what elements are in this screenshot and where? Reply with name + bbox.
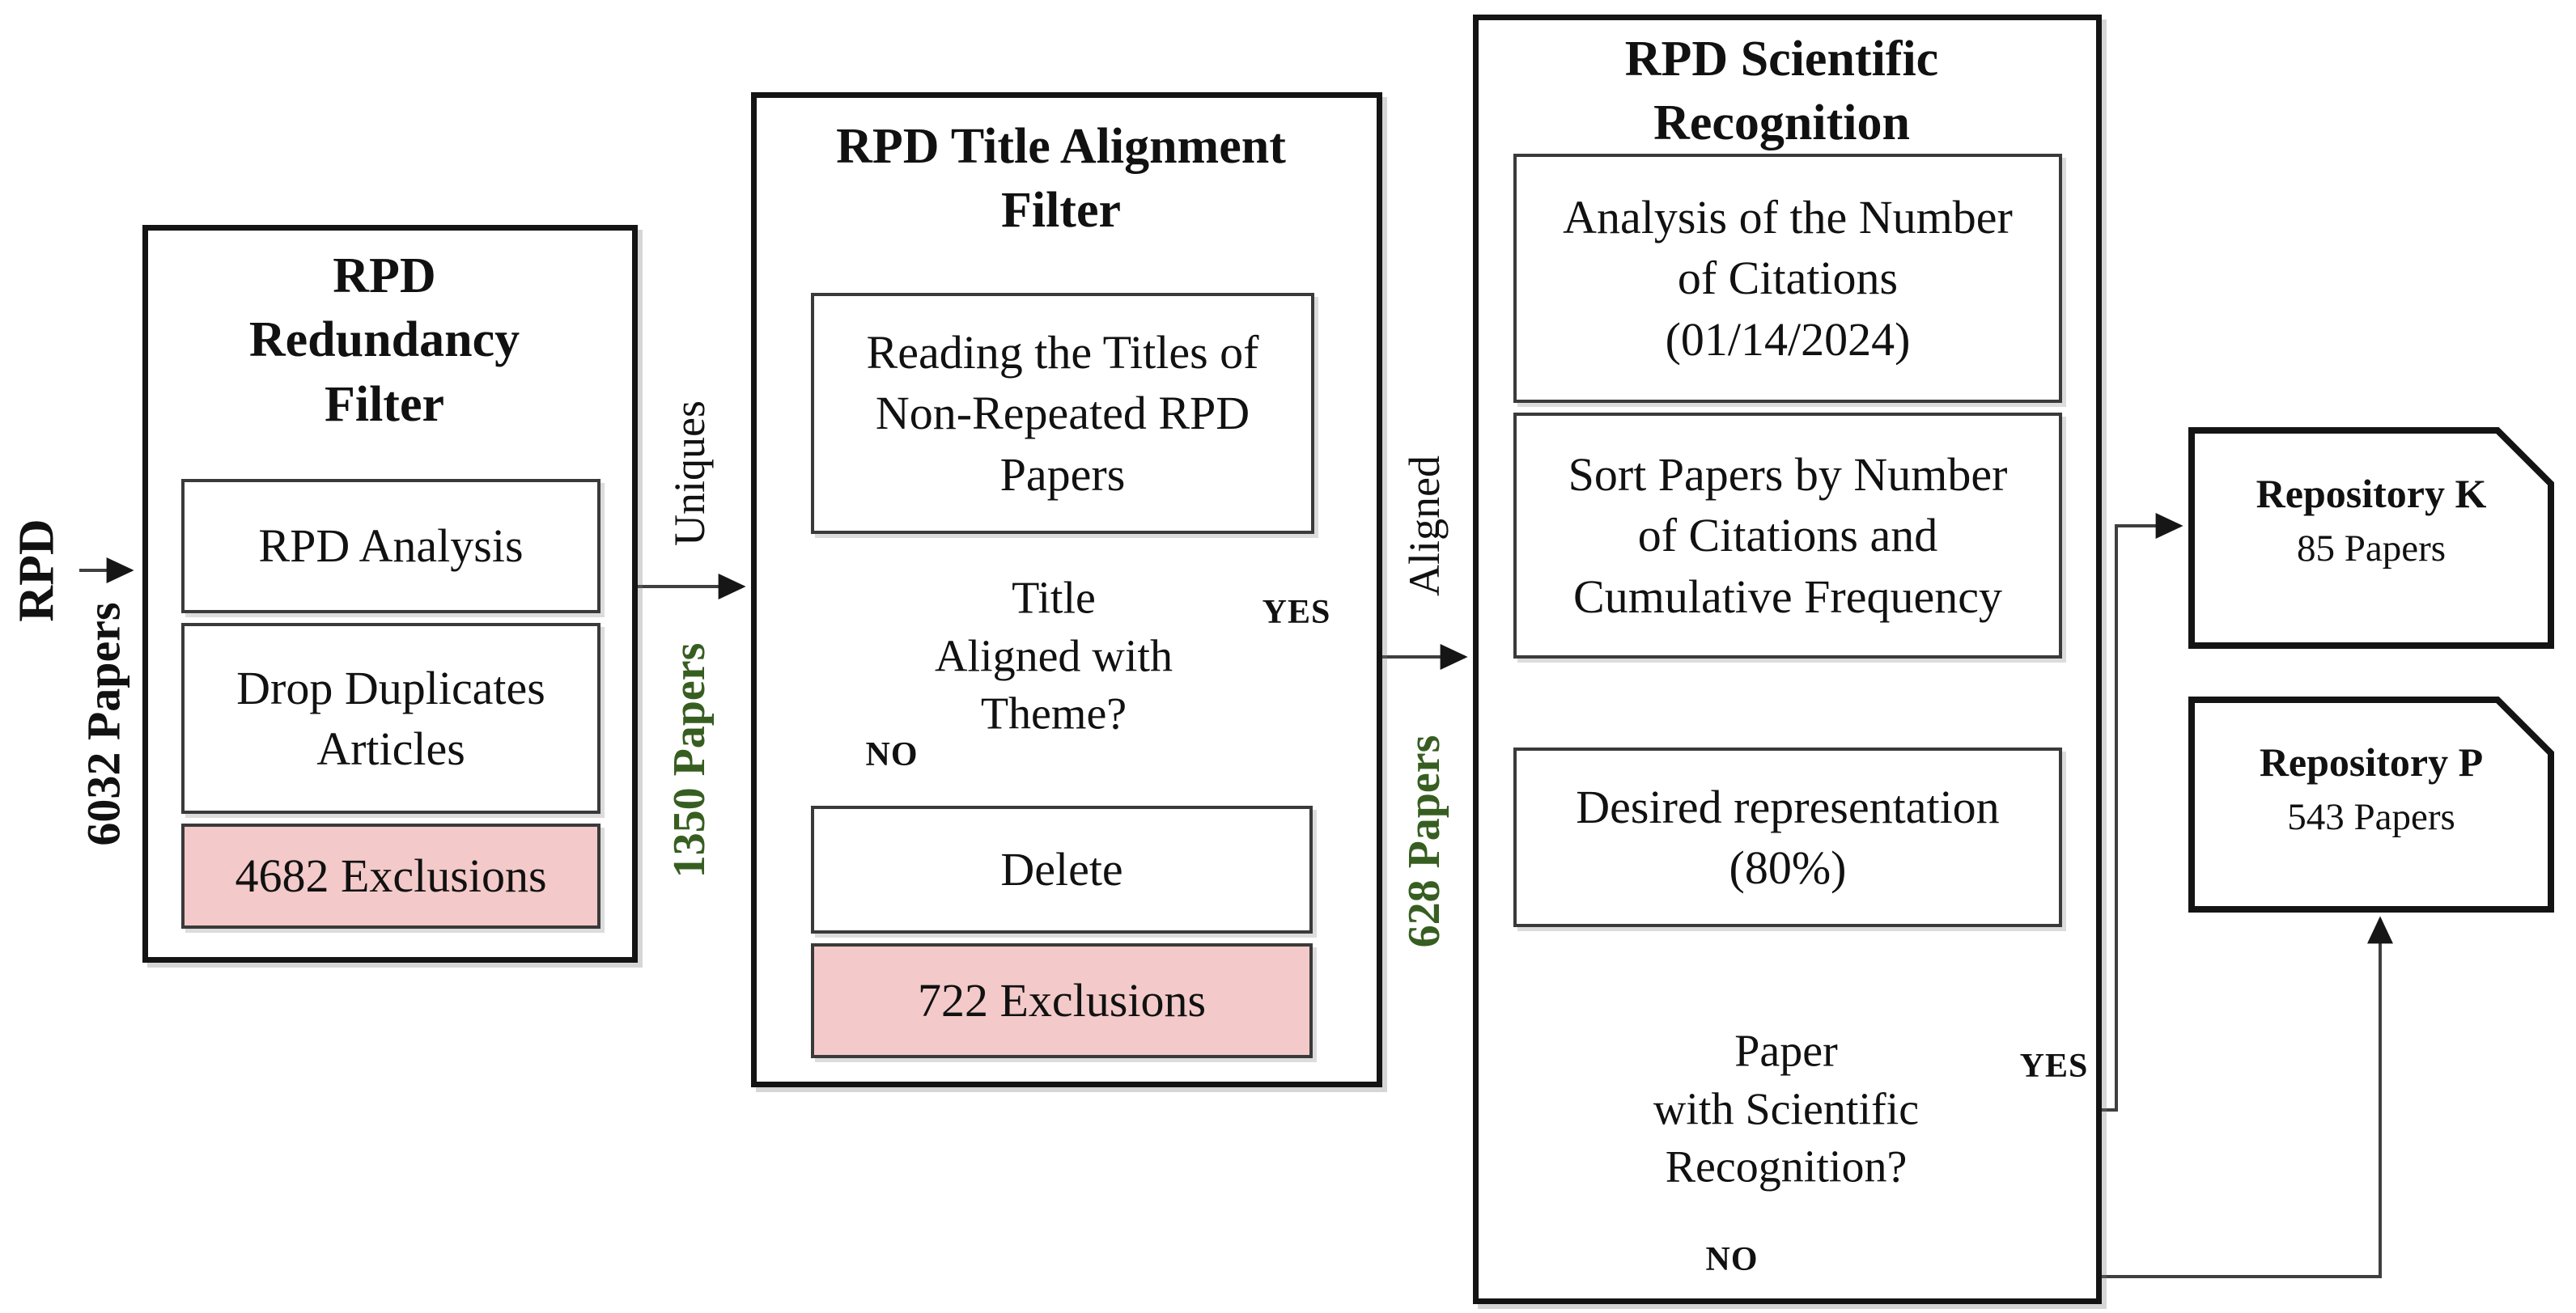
exclusions-4682-label: 4682 Exclusions xyxy=(235,849,547,903)
source-count-label: 6032 Papers xyxy=(77,602,130,846)
step-rpd-analysis: RPD Analysis xyxy=(181,479,601,613)
flow-aligned-label: Aligned xyxy=(1400,455,1449,596)
repository-p-count: 543 Papers xyxy=(2287,796,2455,838)
exclusions-722-label: 722 Exclusions xyxy=(917,974,1207,1027)
step-delete: Delete xyxy=(811,806,1313,934)
repository-p-shape xyxy=(2188,697,2554,913)
flow-1350-papers-label: 1350 Papers xyxy=(664,642,715,879)
repository-k-count: 85 Papers xyxy=(2296,527,2447,570)
repository-k-text: Repository K 85 Papers xyxy=(2192,469,2551,571)
decision1-yes-label: YES xyxy=(1262,594,1331,631)
flow-628-papers-label: 628 Papers xyxy=(1399,735,1449,948)
repository-p-text: Repository P 543 Papers xyxy=(2192,738,2551,840)
step-desired-representation: Desired representation(80%) xyxy=(1513,748,2062,927)
step-rpd-analysis-label: RPD Analysis xyxy=(258,519,524,573)
decision2-yes-label: YES xyxy=(2019,1048,2089,1085)
repository-k-shape xyxy=(2188,427,2554,649)
repository-p-title: Repository P xyxy=(2259,739,2484,785)
exclusions-722-box: 722 Exclusions xyxy=(811,943,1313,1058)
exclusions-4682-box: 4682 Exclusions xyxy=(181,824,601,929)
step-delete-label: Delete xyxy=(1000,843,1123,896)
step-desired-representation-label: Desired representation(80%) xyxy=(1576,780,2000,894)
decision2-no-label: NO xyxy=(1705,1241,1759,1278)
decision1-no-label: NO xyxy=(865,736,919,773)
source-rpd-label: RPD xyxy=(9,519,65,622)
repository-k-title: Repository K xyxy=(2256,471,2487,516)
flow-uniques-label: Uniques xyxy=(665,400,714,546)
